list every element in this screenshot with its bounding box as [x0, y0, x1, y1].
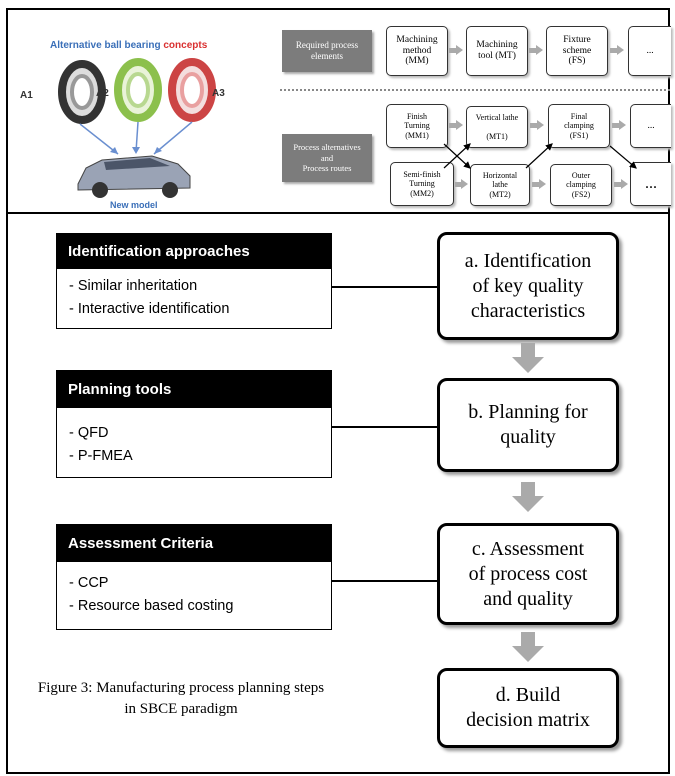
- alt-row2-more: ...: [630, 162, 671, 206]
- required-element-more: ...: [628, 26, 671, 76]
- alt-outer-clamping: Outer clamping (FS2): [550, 164, 612, 206]
- flow-arrow: [529, 45, 543, 55]
- list-item: - CCP: [69, 575, 109, 591]
- flow-arrow: [532, 179, 546, 189]
- list-item: - Resource based costing: [69, 598, 234, 614]
- flow-arrow: [610, 45, 624, 55]
- alt-horizontal-lathe: Horizontal lathe (MT2): [470, 164, 530, 206]
- alt-semi-finish-turning: Semi-finish Turning (MM2): [390, 162, 454, 206]
- route-cross-arrows: [443, 143, 637, 169]
- dotted-separator: [280, 89, 670, 91]
- down-arrow: [512, 343, 544, 373]
- required-elements-label: Required process elements: [282, 30, 372, 72]
- figure-caption: Figure 3: Manufacturing process planning…: [37, 680, 325, 717]
- list-item: - Similar inheritation: [69, 278, 198, 294]
- concept-label-a1: A1: [20, 90, 33, 101]
- bearing-a2-image: [114, 58, 162, 122]
- alt-vertical-lathe: Vertical lathe (MT1): [466, 106, 528, 148]
- step-c-assessment: c. Assessment of process cost and qualit…: [437, 523, 619, 625]
- concept-label-a3: A3: [212, 88, 225, 99]
- new-model-label: New model: [110, 200, 158, 210]
- bearing-concepts-title: Alternative ball bearing concepts: [50, 40, 207, 51]
- identification-approaches-list: - Similar inheritation - Interactive ide…: [56, 269, 332, 329]
- list-item: - QFD: [69, 425, 109, 441]
- flow-arrow: [455, 179, 468, 189]
- alt-final-clamping: Final clamping (FS1): [548, 104, 610, 148]
- required-element-mt: Machining tool (MT): [466, 26, 528, 76]
- connector-line: [332, 426, 438, 428]
- down-arrow: [512, 482, 544, 512]
- flow-arrow: [449, 120, 463, 130]
- section-divider: [6, 212, 670, 214]
- flow-arrow: [449, 45, 463, 55]
- assessment-criteria-header: Assessment Criteria: [56, 524, 332, 562]
- car-image: [77, 155, 191, 198]
- assessment-criteria-list: - CCP - Resource based costing: [56, 562, 332, 630]
- bearing-title-prefix: Alternative ball bearing: [50, 40, 164, 51]
- required-element-fs: Fixture scheme (FS): [546, 26, 608, 76]
- list-item: - Interactive identification: [69, 301, 230, 317]
- step-b-planning: b. Planning for quality: [437, 378, 619, 472]
- flow-arrow: [612, 120, 626, 130]
- required-element-mm: Machining method (MM): [386, 26, 448, 76]
- concept-label-a2: A2: [96, 88, 109, 99]
- figure-frame: [6, 8, 670, 774]
- bearing-title-highlight: concepts: [163, 40, 208, 51]
- bearing-a3-image: [168, 58, 216, 122]
- planning-tools-header: Planning tools: [56, 370, 332, 408]
- connector-line: [332, 286, 438, 288]
- step-d-decision-matrix: d. Build decision matrix: [437, 668, 619, 748]
- alt-finish-turning: Finish Turning (MM1): [386, 104, 448, 148]
- flow-arrow: [530, 120, 544, 130]
- bearing-a1-image: [58, 60, 106, 124]
- identification-approaches-header: Identification approaches: [56, 233, 332, 269]
- down-arrow: [512, 632, 544, 662]
- alt-row1-more: ...: [630, 104, 671, 148]
- list-item: - P-FMEA: [69, 448, 133, 464]
- step-a-identification: a. Identification of key quality charact…: [437, 232, 619, 340]
- planning-tools-list: - QFD - P-FMEA: [56, 408, 332, 478]
- connector-line: [332, 580, 438, 582]
- bearing-illustration: [58, 58, 216, 198]
- alternatives-label: Process alternatives and Process routes: [282, 134, 372, 182]
- flow-arrow: [614, 179, 628, 189]
